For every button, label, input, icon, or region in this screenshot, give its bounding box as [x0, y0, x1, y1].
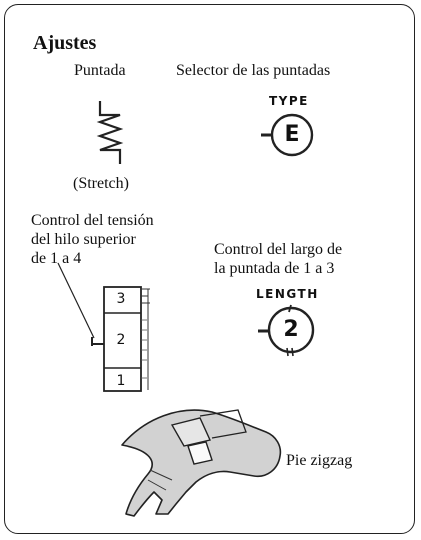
length-dial-value: 2 — [283, 317, 299, 342]
page-title: Ajustes — [33, 32, 97, 54]
tension-value-2: 2 — [116, 332, 126, 348]
stitch-heading: Puntada — [74, 62, 126, 79]
tension-value-3: 3 — [116, 291, 126, 307]
length-heading: Control del largo de la puntada de 1 a 3 — [214, 241, 343, 277]
type-dial-value: E — [284, 122, 300, 147]
tension-value-1: 1 — [116, 373, 126, 389]
type-label: TYPE — [269, 94, 309, 108]
selector-heading: Selector de las puntadas — [176, 62, 331, 79]
settings-panel — [4, 4, 415, 534]
length-label: LENGTH — [256, 287, 319, 301]
tension-heading: Control del tensión del hilo superior de… — [31, 212, 154, 267]
foot-label: Pie zigzag — [286, 452, 353, 469]
stitch-caption: (Stretch) — [73, 175, 129, 192]
